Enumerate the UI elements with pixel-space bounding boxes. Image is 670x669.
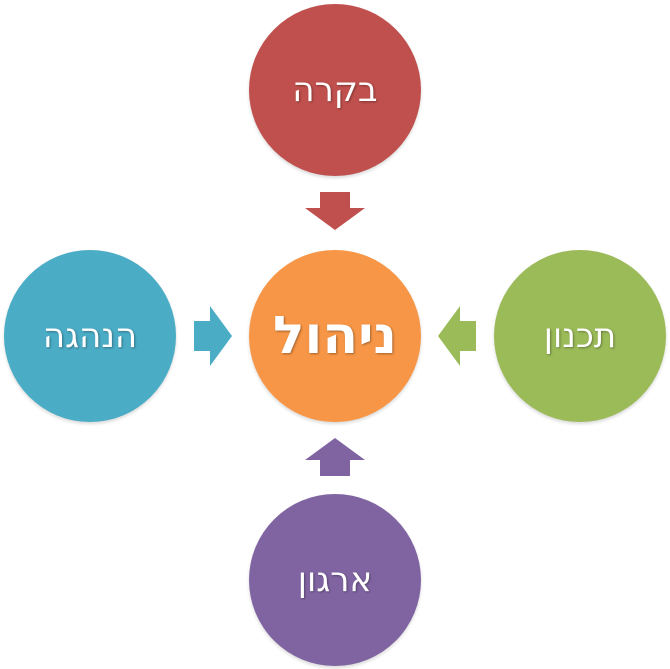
node-center: ניהול [249,250,421,422]
node-right-label: תכנון [543,316,617,356]
arrow-right-icon [194,306,232,366]
node-bottom-label: ארגון [297,560,373,600]
node-right: תכנון [494,250,666,422]
node-bottom: ארגון [249,494,421,666]
arrow-down-icon [305,192,365,230]
arrow-up-icon [305,438,365,476]
node-left-label: הנהגה [42,316,138,356]
node-center-label: ניהול [273,306,397,366]
node-left: הנהגה [4,250,176,422]
arrow-left-icon [438,306,476,366]
node-top-label: בקרה [292,70,378,110]
node-top: בקרה [249,4,421,176]
